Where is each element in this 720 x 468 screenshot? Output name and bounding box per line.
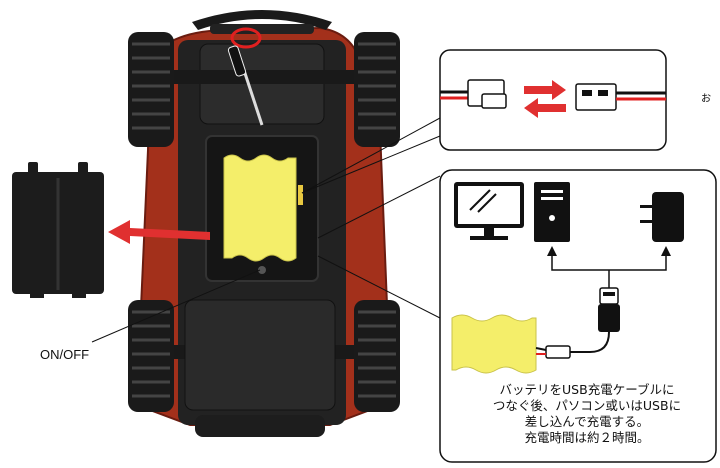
power-switch: [258, 266, 266, 274]
front-bumper-bar: [210, 24, 314, 34]
charger-socket: [545, 345, 571, 359]
rear-bumper: [195, 415, 325, 437]
arrow-to-pc: [547, 246, 557, 256]
instruction-line-4: 充電時間は約２時間。: [524, 430, 650, 445]
arrow-to-charger: [661, 246, 671, 256]
on-off-label: ON/OFF: [40, 347, 90, 362]
remove-cover-arrow: [108, 220, 210, 244]
battery-cover: [12, 162, 104, 298]
charging-battery-pack: [451, 314, 547, 374]
usb-plug-icon: [598, 287, 620, 332]
wall-charger-icon: [640, 192, 684, 242]
instruction-line-2: つなぐ後、パソコン或いはUSBに: [492, 398, 682, 413]
front-bumper: [192, 10, 332, 30]
computer-tower-icon: [534, 182, 570, 242]
instruction-line-1: バッテリをUSB充電ケーブルに: [499, 382, 675, 397]
rear-gearbox: [184, 299, 336, 411]
charging-callout-box: [439, 169, 717, 463]
connector-callout-line-2: [301, 135, 441, 194]
front-axle: [150, 70, 374, 84]
car-battery-pack: [223, 154, 297, 262]
connector-callout-line-1: [301, 117, 441, 194]
battery-connector-plug: [440, 79, 507, 109]
usb-cable-branch: [551, 252, 667, 290]
rear-right-tire: [354, 300, 400, 412]
front-left-tire: [128, 32, 174, 147]
screwdriver-icon: [227, 45, 264, 126]
charging-callout-line-1: [317, 175, 441, 239]
rear-left-tire: [128, 300, 174, 412]
monitor-icon: [454, 182, 524, 240]
charging-instruction-text: バッテリをUSB充電ケーブルに つなぐ後、パソコン或いはUSBに 差し込んで充電…: [452, 382, 720, 446]
edge-mark: ぉ: [700, 90, 713, 104]
charging-callout-line-2: [317, 255, 441, 319]
battery-wire: [298, 185, 303, 205]
on-off-pointer-line: [91, 269, 261, 343]
rc-car: [128, 10, 400, 437]
instruction-line-3: 差し込んで充電する。: [524, 414, 650, 429]
usb-cable: [570, 331, 610, 353]
front-right-tire: [354, 32, 400, 147]
screw-highlight-circle: [230, 27, 262, 49]
connect-arrows: [524, 80, 566, 118]
charger-connector-socket: [575, 83, 666, 111]
